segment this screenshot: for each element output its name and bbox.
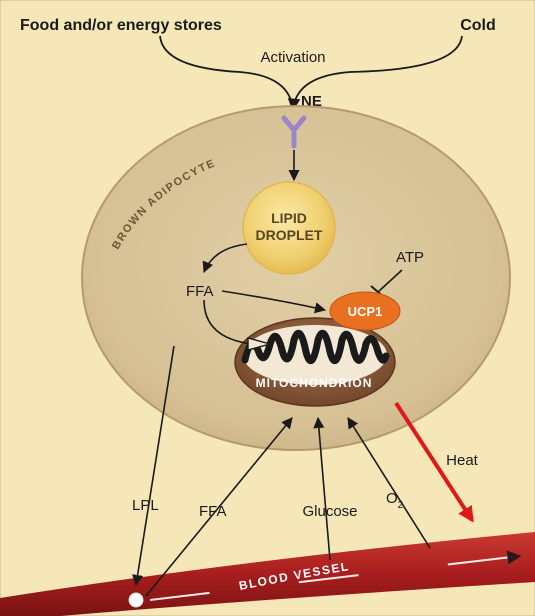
input-label-food: Food and/or energy stores [20,17,222,34]
oxygen-label-subscript: 2 [398,500,404,511]
lipoprotein-particle [129,593,143,607]
vessel-ffa-label: FFA [199,503,227,520]
glucose-label: Glucose [302,503,357,520]
lpl-label: LPL [132,497,159,514]
atp-label: ATP [396,249,424,266]
oxygen-label-main: O [386,490,398,507]
droplet-label-line1: LIPID [271,210,307,226]
ucp1-label: UCP1 [348,304,383,319]
activation-label: Activation [260,49,325,66]
ffa-inside-label: FFA [186,283,214,300]
heat-label: Heat [446,452,479,469]
mitochondrion-label: MITOCHONDRION [256,376,373,390]
input-label-cold: Cold [460,17,496,34]
mitochondrion [235,318,395,406]
droplet-label-line2: DROPLET [256,227,323,243]
